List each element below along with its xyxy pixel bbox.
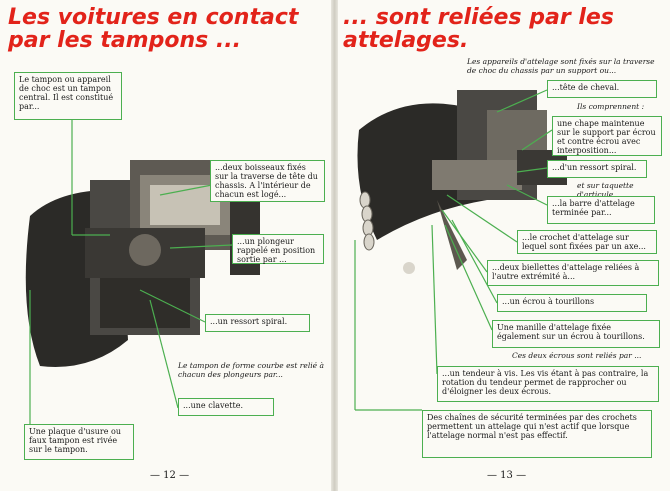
biellettes-box: ...deux biellettes d'attelage reliées à … [487,260,659,286]
left-page: Les voitures en contact par les tampons … [0,0,333,491]
chape-box: une chape maintenue sur le support par é… [552,116,662,156]
chaines-box: Des chaînes de sécurité terminées par de… [422,410,652,458]
right-page-number: — 13 — [487,470,526,481]
ressort-spiral-box: ...d'un ressort spiral. [547,160,647,178]
tampon-box: Le tampon ou appareil de choc est un tam… [14,72,122,120]
ecrous-note: Ces deux écrous sont reliés par ... [512,352,662,361]
plaque-box: Une plaque d'usure ou faux tampon est ri… [24,424,134,460]
barre-box: ...la barre d'attelage terminée par... [547,196,655,224]
right-page: ... sont reliées par les attelages. [337,0,670,491]
boisseaux-box: ...deux boisseaux fixés sur la traverse … [210,160,325,202]
crochet-box: ...le crochet d'attelage sur lequel sont… [517,230,657,254]
comprennent-label: Ils comprennent : [577,103,644,112]
intro-note: Les appareils d'attelage sont fixés sur … [467,58,662,75]
tendeur-box: ...un tendeur à vis. Les vis étant à pas… [437,366,659,402]
plongeur-box: ...un plongeur rappelé en position sorti… [232,234,324,264]
tampon-note: Le tampon de forme courbe est relié à ch… [178,362,326,379]
manille-box: Une manille d'attelage fixée également s… [492,320,660,348]
left-page-number: — 12 — [150,470,189,481]
tete-box: ...tête de cheval. [547,80,657,98]
ecrou-box: ...un écrou à tourillons [497,294,647,312]
ressort-box: ...un ressort spiral. [205,314,310,332]
clavette-box: ...une clavette. [178,398,274,416]
